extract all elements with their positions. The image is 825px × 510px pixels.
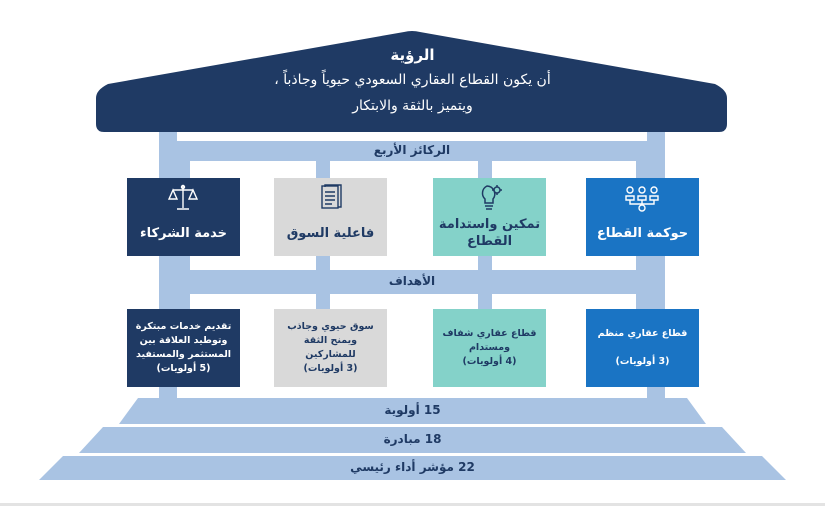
vision-roof	[96, 31, 727, 132]
lightbulb-gear-icon	[481, 185, 502, 210]
pillars-band-label: الركائز الأربع	[373, 143, 451, 157]
vision-line-2: ويتميز بالثقة والابتكار	[352, 98, 473, 114]
pillars-band	[159, 141, 665, 161]
goal-priorities: (5 أولويات)	[156, 363, 211, 374]
goal-text: ومستدام	[468, 342, 511, 353]
scales-icon	[167, 184, 199, 210]
roof-shape	[96, 31, 727, 132]
vision-line-1: أن يكون القطاع العقاري السعودي حيوياً وج…	[274, 72, 551, 88]
ground-line	[0, 503, 825, 506]
step-label-kpis: 22 مؤشر أداء رئيسي	[350, 460, 475, 474]
document-icon	[321, 184, 342, 209]
goal-text: سوق حيوي وجاذب	[287, 321, 374, 332]
goal-transparent-sector: قطاع عقاري شفاف ومستدام (4 أولويات)	[433, 309, 546, 387]
goals-band-label: الأهداف	[388, 274, 436, 288]
goal-text: ويمنح الثقة للمشاركين	[303, 335, 358, 360]
goal-text: المستثمر والمستفيد	[135, 349, 232, 360]
goal-regulated-sector: قطاع عقاري منظم (3 أولويات)	[586, 309, 699, 387]
vision-title: الرؤية	[390, 46, 435, 64]
pillar-label: فاعلية السوق	[286, 225, 375, 241]
pillar-market-effectiveness: فاعلية السوق	[274, 178, 387, 256]
goal-text: تقديم خدمات مبتكرة	[135, 321, 232, 332]
goals-band	[159, 270, 665, 294]
step-3	[39, 456, 786, 480]
goal-vibrant-market: سوق حيوي وجاذب ويمنح الثقة للمشاركين (3 …	[274, 309, 387, 387]
step-2	[79, 427, 746, 453]
network-gear-icon	[625, 186, 659, 212]
goal-innovative-services: تقديم خدمات مبتكرة وتوطيد العلاقة بين ال…	[127, 309, 240, 387]
step-1	[119, 398, 706, 424]
step-label-priorities: 15 أولوية	[384, 403, 441, 417]
pillar-sector-governance: حوكمة القطاع	[586, 178, 699, 256]
goal-text: وتوطيد العلاقة بين	[139, 335, 228, 346]
pillar-label: تمكين واستدامة القطاع	[438, 217, 541, 249]
goal-text: قطاع عقاري منظم	[597, 328, 688, 339]
pillar-label: حوكمة القطاع	[596, 225, 689, 241]
goal-priorities: (4 أولويات)	[462, 356, 517, 367]
step-label-initiatives: 18 مبادرة	[383, 432, 442, 446]
pillar-partner-service: خدمة الشركاء	[127, 178, 240, 256]
pillar-label: خدمة الشركاء	[139, 225, 228, 241]
pillar-enablement-sustainability: تمكين واستدامة القطاع	[433, 178, 546, 256]
goal-priorities: (3 أولويات)	[615, 356, 670, 367]
goal-priorities: (3 أولويات)	[303, 363, 358, 374]
goal-text: قطاع عقاري شفاف	[442, 328, 537, 339]
